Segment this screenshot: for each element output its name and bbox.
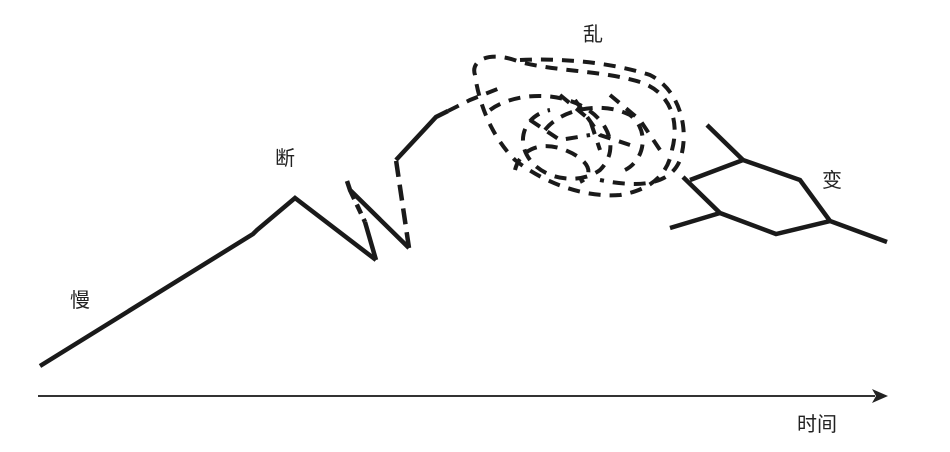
slow-phase-line bbox=[38, 195, 378, 368]
change-phase-network bbox=[669, 123, 888, 245]
label-change: 变 bbox=[822, 168, 842, 192]
label-slow: 慢 bbox=[70, 288, 90, 312]
time-axis bbox=[38, 389, 888, 403]
chaos-phase-tangle bbox=[447, 54, 686, 198]
arrow-head-icon bbox=[872, 389, 888, 403]
label-chaos: 乱 bbox=[583, 22, 603, 46]
label-break: 断 bbox=[275, 146, 295, 170]
axis-label-time: 时间 bbox=[797, 412, 837, 436]
break-phase-zigzag bbox=[344, 108, 450, 261]
